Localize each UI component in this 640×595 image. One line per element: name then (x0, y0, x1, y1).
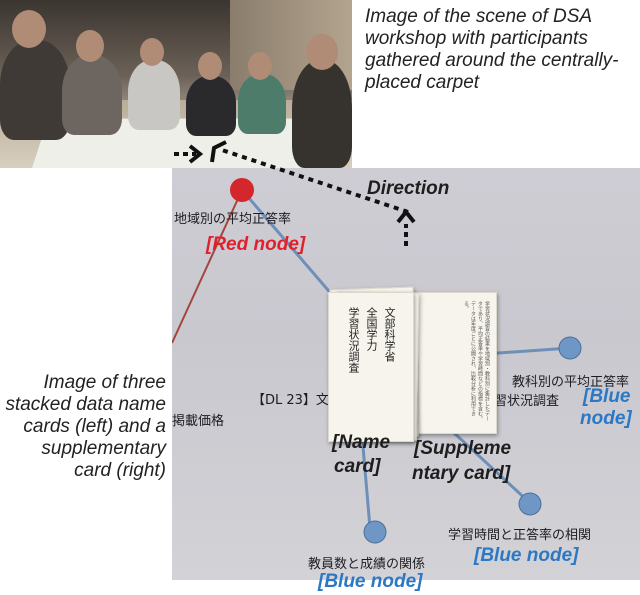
direction-label: Direction (367, 178, 450, 199)
participant (62, 55, 122, 135)
participant (238, 74, 286, 134)
right-node-label-2: 習状況調査 (494, 394, 560, 409)
participant-head (306, 34, 338, 70)
participant-head (198, 52, 222, 80)
participant (0, 40, 70, 140)
mid-node-label: 学習時間と正答率の相関 (448, 528, 592, 543)
blue-node-tag-mid: [Blue node] (474, 545, 579, 566)
participant (128, 60, 180, 130)
left-map-label: 掲載価格 (172, 414, 225, 429)
blue-node-tag-bottom: [Blue node] (318, 571, 423, 592)
supplementary-card-tag-1: [Suppleme (414, 438, 512, 459)
name-card-tag-2: card] (334, 456, 381, 477)
participant-head (140, 38, 164, 66)
supplementary-text: 学習状況調査の結果を地域別・教科別に集計したデータであり、平均正答率や学習時間な… (463, 301, 490, 421)
supplementary-card-tag-2: ntary card] (412, 463, 511, 484)
participant (186, 76, 236, 136)
map-photo: 地域別の平均正答率 教科別の平均正答率 習状況調査 掲載価格 【DL 23】文 … (172, 168, 640, 580)
red-node-tag: [Red node] (206, 234, 306, 255)
direction-arrow (174, 140, 416, 246)
participant (292, 60, 352, 168)
blue-node-tag-right-2: node] (580, 408, 632, 429)
participant-head (12, 10, 46, 48)
name-card-tag-1: [Name (332, 432, 391, 453)
blue-node (558, 336, 582, 360)
name-card-line-3: 学習状況調査 (347, 307, 360, 373)
top-caption: Image of the scene of DSA workshop with … (365, 6, 619, 93)
blue-node (518, 492, 542, 516)
participant-head (248, 52, 272, 80)
name-card-line-2: 全国学力 (365, 307, 378, 351)
right-node-label: 教科別の平均正答率 (512, 375, 630, 390)
red-node (230, 178, 254, 202)
blue-node (363, 520, 387, 544)
participant-head (76, 30, 104, 62)
blue-node-tag-right-1: [Blue (583, 386, 631, 407)
left-caption: Image of three stacked data name cards (… (5, 372, 166, 481)
workshop-photo (0, 0, 352, 168)
dl-label: 【DL 23】文 (252, 393, 329, 408)
name-card: 文部科学省 全国学力 学習状況調査 (328, 292, 414, 442)
red-node-label: 地域別の平均正答率 (174, 212, 292, 227)
bottom-node-label: 教員数と成績の関係 (308, 557, 426, 572)
name-card-line-1: 文部科学省 (383, 307, 396, 362)
supplementary-card: 学習状況調査の結果を地域別・教科別に集計したデータであり、平均正答率や学習時間な… (409, 292, 497, 434)
edge (172, 189, 243, 344)
